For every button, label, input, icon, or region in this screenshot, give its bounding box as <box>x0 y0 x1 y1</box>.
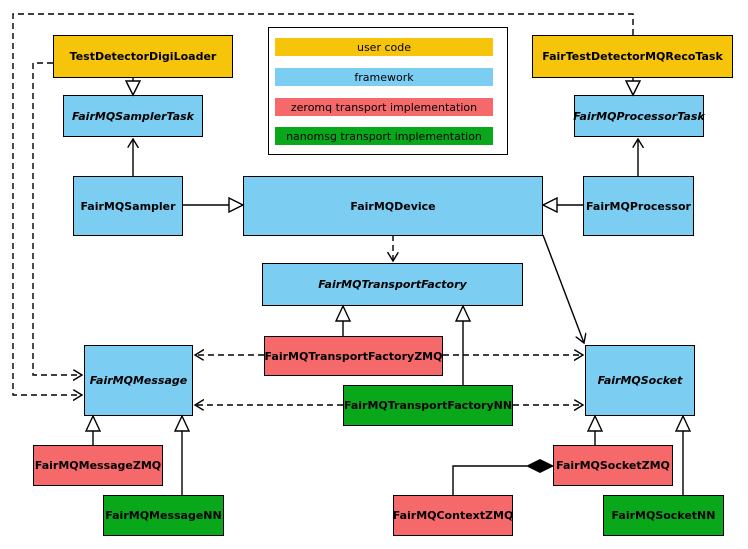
node-fairmq-message: FairMQMessage <box>84 345 193 416</box>
legend-item-zeromq: zeromq transport implementation <box>275 98 493 116</box>
edge-device-socket-association <box>542 234 584 343</box>
triangle-messagenn-message <box>173 414 191 432</box>
legend: user code framework zeromq transport imp… <box>268 27 508 155</box>
node-fairmq-transport-factory: FairMQTransportFactory <box>262 263 523 306</box>
triangle-recotask-processortask <box>624 80 642 97</box>
node-fairmq-transport-factory-nn: FairMQTransportFactoryNN <box>343 385 513 426</box>
node-fairmq-sampler: FairMQSampler <box>73 176 183 236</box>
node-fairmq-socket: FairMQSocket <box>585 345 695 416</box>
triangle-digiloader-samplertask <box>124 80 142 97</box>
triangle-socketnn-socket <box>674 414 692 432</box>
triangle-tfzmq-transportfactory <box>334 304 352 322</box>
diamond-contextzmq-socketzmq <box>525 458 555 474</box>
triangle-socketzmq-socket <box>586 414 604 432</box>
node-fairmq-transport-factory-zmq: FairMQTransportFactoryZMQ <box>264 336 443 376</box>
node-fairmq-processor-task: FairMQProcessorTask <box>573 95 705 137</box>
triangle-processor-device <box>541 196 558 214</box>
node-fairmq-socket-zmq: FairMQSocketZMQ <box>553 445 673 486</box>
node-fairmq-device: FairMQDevice <box>243 176 543 236</box>
edge-contextzmq-socketzmq-composition <box>452 465 527 495</box>
node-fairmq-message-zmq: FairMQMessageZMQ <box>33 445 163 486</box>
node-fair-test-detector-mq-reco-task: FairTestDetectorMQRecoTask <box>532 35 733 78</box>
legend-item-nanomsg: nanomsg transport implementation <box>275 127 493 145</box>
node-fairmq-sampler-task: FairMQSamplerTask <box>63 95 203 137</box>
node-test-detector-digi-loader: TestDetectorDigiLoader <box>53 35 233 78</box>
node-fairmq-message-nn: FairMQMessageNN <box>103 495 224 536</box>
node-fairmq-processor: FairMQProcessor <box>583 176 694 236</box>
triangle-tfnn-transportfactory <box>454 304 472 322</box>
triangle-sampler-device <box>228 196 245 214</box>
node-fairmq-socket-nn: FairMQSocketNN <box>603 495 724 536</box>
legend-item-framework: framework <box>275 68 493 86</box>
node-fairmq-context-zmq: FairMQContextZMQ <box>393 495 513 536</box>
legend-item-user-code: user code <box>275 38 493 56</box>
triangle-messagezmq-message <box>84 414 102 432</box>
